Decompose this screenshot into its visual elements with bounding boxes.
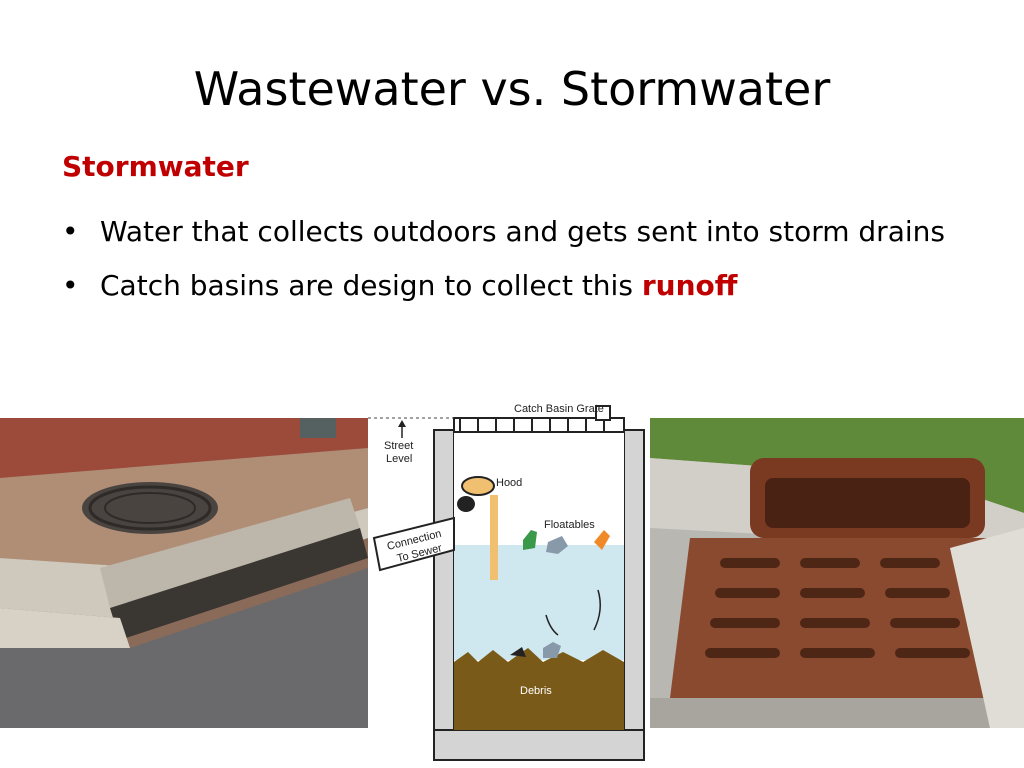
grate-inlet-illustration <box>650 418 1024 728</box>
can-icon <box>546 536 568 554</box>
basin-wall-left <box>433 429 455 761</box>
subheading: Stormwater <box>62 150 249 183</box>
street-level-label-2: Level <box>386 453 412 465</box>
grate-inlet-photo <box>650 418 1024 728</box>
bullet-symbol: • <box>62 268 79 302</box>
runoff-emphasis: runoff <box>641 268 738 302</box>
hood-icon <box>461 476 495 496</box>
grate-label: Catch Basin Grate <box>514 403 604 415</box>
catch-basin-diagram: Catch Basin Grate Street Level Hood Floa… <box>368 400 650 768</box>
bullet-text: Water that collects outdoors and gets se… <box>100 215 945 248</box>
floatable-icon <box>594 530 610 550</box>
bullet-item: • Catch basins are design to collect thi… <box>62 269 962 303</box>
curb-inlet-photo <box>0 418 368 728</box>
street-level-label-1: Street <box>384 440 413 452</box>
hood-label: Hood <box>496 477 522 489</box>
basin-wall-right <box>623 429 645 761</box>
floatables-label: Floatables <box>544 519 595 531</box>
bottle-icon <box>523 530 537 550</box>
bullet-item: • Water that collects outdoors and gets … <box>62 215 962 249</box>
water-area <box>454 545 624 660</box>
slide-title: Wastewater vs. Stormwater <box>193 62 831 116</box>
bullet-symbol: • <box>62 215 79 248</box>
curb-inlet-illustration <box>0 418 368 728</box>
hood-pipe <box>490 495 498 580</box>
basin-floor <box>433 729 645 761</box>
sewer-connection-pipe <box>372 516 455 572</box>
bullet-text: Catch basins are design to collect this <box>100 268 642 302</box>
debris-layer <box>454 648 624 730</box>
bullet-list: • Water that collects outdoors and gets … <box>62 215 962 322</box>
manhole-cover <box>82 482 218 534</box>
debris-label: Debris <box>520 685 552 697</box>
